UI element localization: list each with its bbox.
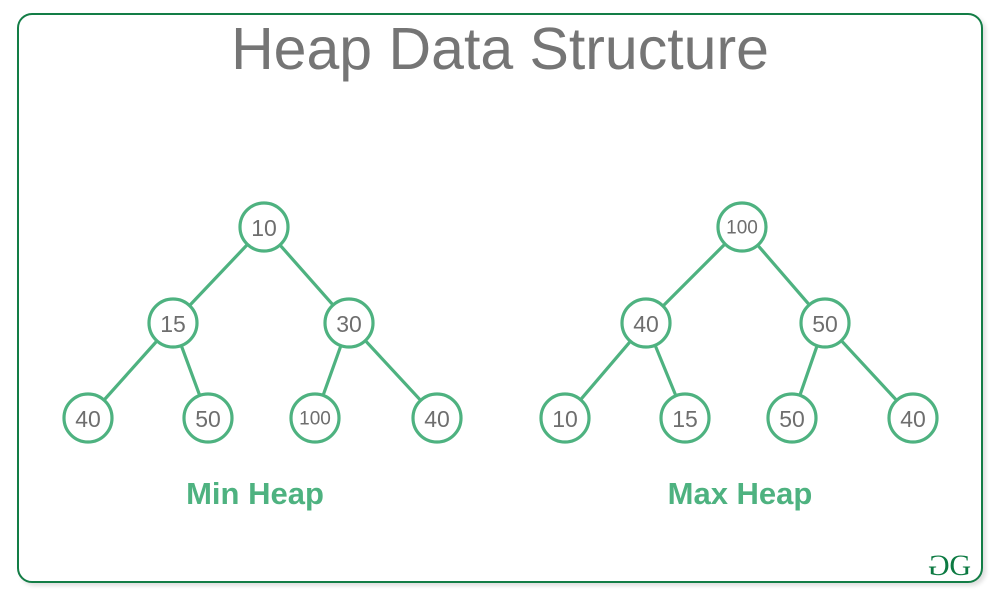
tree-node-value: 40	[424, 406, 450, 432]
logo-glyph-g: G	[949, 549, 971, 582]
logo-glyph-mirrored-g: G	[928, 549, 950, 582]
tree-node[interactable]: 40	[411, 392, 463, 444]
tree-edges-group	[103, 243, 897, 401]
tree-edge	[365, 340, 421, 401]
geeksforgeeks-logo: GG	[928, 549, 971, 582]
tree-node-circle	[147, 297, 199, 349]
tree-edge	[180, 345, 201, 396]
tree-node[interactable]: 100	[289, 392, 341, 444]
tree-node-circle	[620, 297, 672, 349]
tree-node-circle	[289, 392, 341, 444]
tree-node[interactable]: 50	[182, 392, 234, 444]
tree-node-circle	[238, 201, 290, 253]
tree-node-value: 50	[195, 406, 221, 432]
tree-node-circle	[716, 201, 768, 253]
tree-node-value: 50	[779, 406, 805, 432]
tree-node[interactable]: 15	[659, 392, 711, 444]
tree-node[interactable]: 50	[799, 297, 851, 349]
tree-node-value: 10	[552, 406, 578, 432]
tree-node[interactable]: 40	[62, 392, 114, 444]
tree-edge	[279, 244, 334, 306]
min-heap-caption: Min Heap	[186, 476, 324, 511]
tree-node-value: 100	[726, 218, 758, 239]
tree-edge	[654, 345, 677, 396]
tree-node-value: 40	[633, 311, 659, 337]
tree-node-value: 10	[251, 215, 277, 241]
tree-node-circle	[659, 392, 711, 444]
tree-node-value: 100	[299, 409, 331, 430]
tree-node[interactable]: 100	[716, 201, 768, 253]
tree-node[interactable]: 30	[323, 297, 375, 349]
tree-node-circle	[411, 392, 463, 444]
tree-node-value: 30	[336, 311, 362, 337]
tree-node-circle	[799, 297, 851, 349]
tree-node-circle	[766, 392, 818, 444]
tree-edge	[103, 340, 158, 401]
tree-edge	[757, 245, 810, 305]
tree-nodes-group: 10 15 30 40 50 100 40 100 40 50 10 15 50 40	[62, 201, 939, 444]
tree-node-value: 50	[812, 311, 838, 337]
tree-node-circle	[323, 297, 375, 349]
tree-node-circle	[539, 392, 591, 444]
tree-node[interactable]: 40	[620, 297, 672, 349]
tree-node-value: 15	[672, 406, 698, 432]
max-heap-caption: Max Heap	[667, 476, 813, 511]
tree-edge	[841, 340, 897, 401]
tree-node-circle	[182, 392, 234, 444]
tree-node-value: 15	[160, 311, 186, 337]
tree-node[interactable]: 50	[766, 392, 818, 444]
tree-edge	[580, 341, 631, 400]
tree-node-value: 40	[75, 406, 101, 432]
tree-node[interactable]: 15	[147, 297, 199, 349]
tree-edge	[189, 244, 248, 306]
tree-node[interactable]: 10	[238, 201, 290, 253]
tree-node[interactable]: 10	[539, 392, 591, 444]
tree-node-value: 40	[900, 406, 926, 432]
tree-node-circle	[62, 392, 114, 444]
tree-edge	[662, 243, 726, 307]
tree-node-circle	[887, 392, 939, 444]
tree-node[interactable]: 40	[887, 392, 939, 444]
tree-edge	[322, 345, 342, 396]
tree-edge	[798, 345, 819, 396]
page-title: Heap Data Structure	[231, 16, 769, 82]
